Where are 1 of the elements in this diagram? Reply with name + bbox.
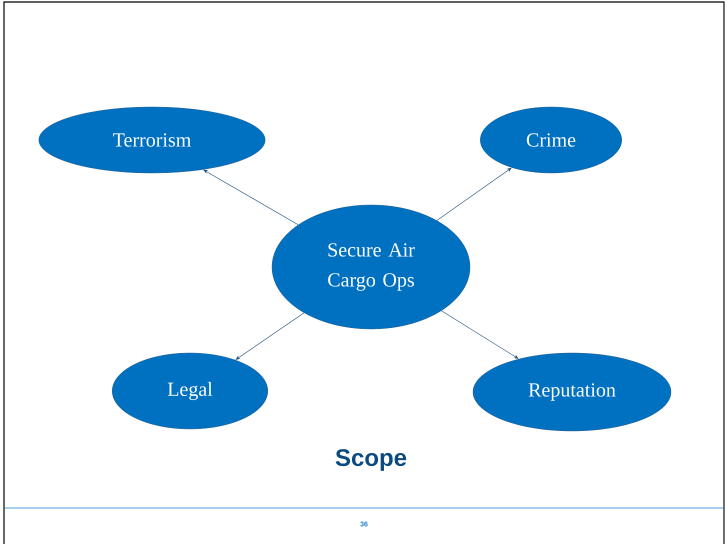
slide-title: Scope [336, 449, 406, 471]
